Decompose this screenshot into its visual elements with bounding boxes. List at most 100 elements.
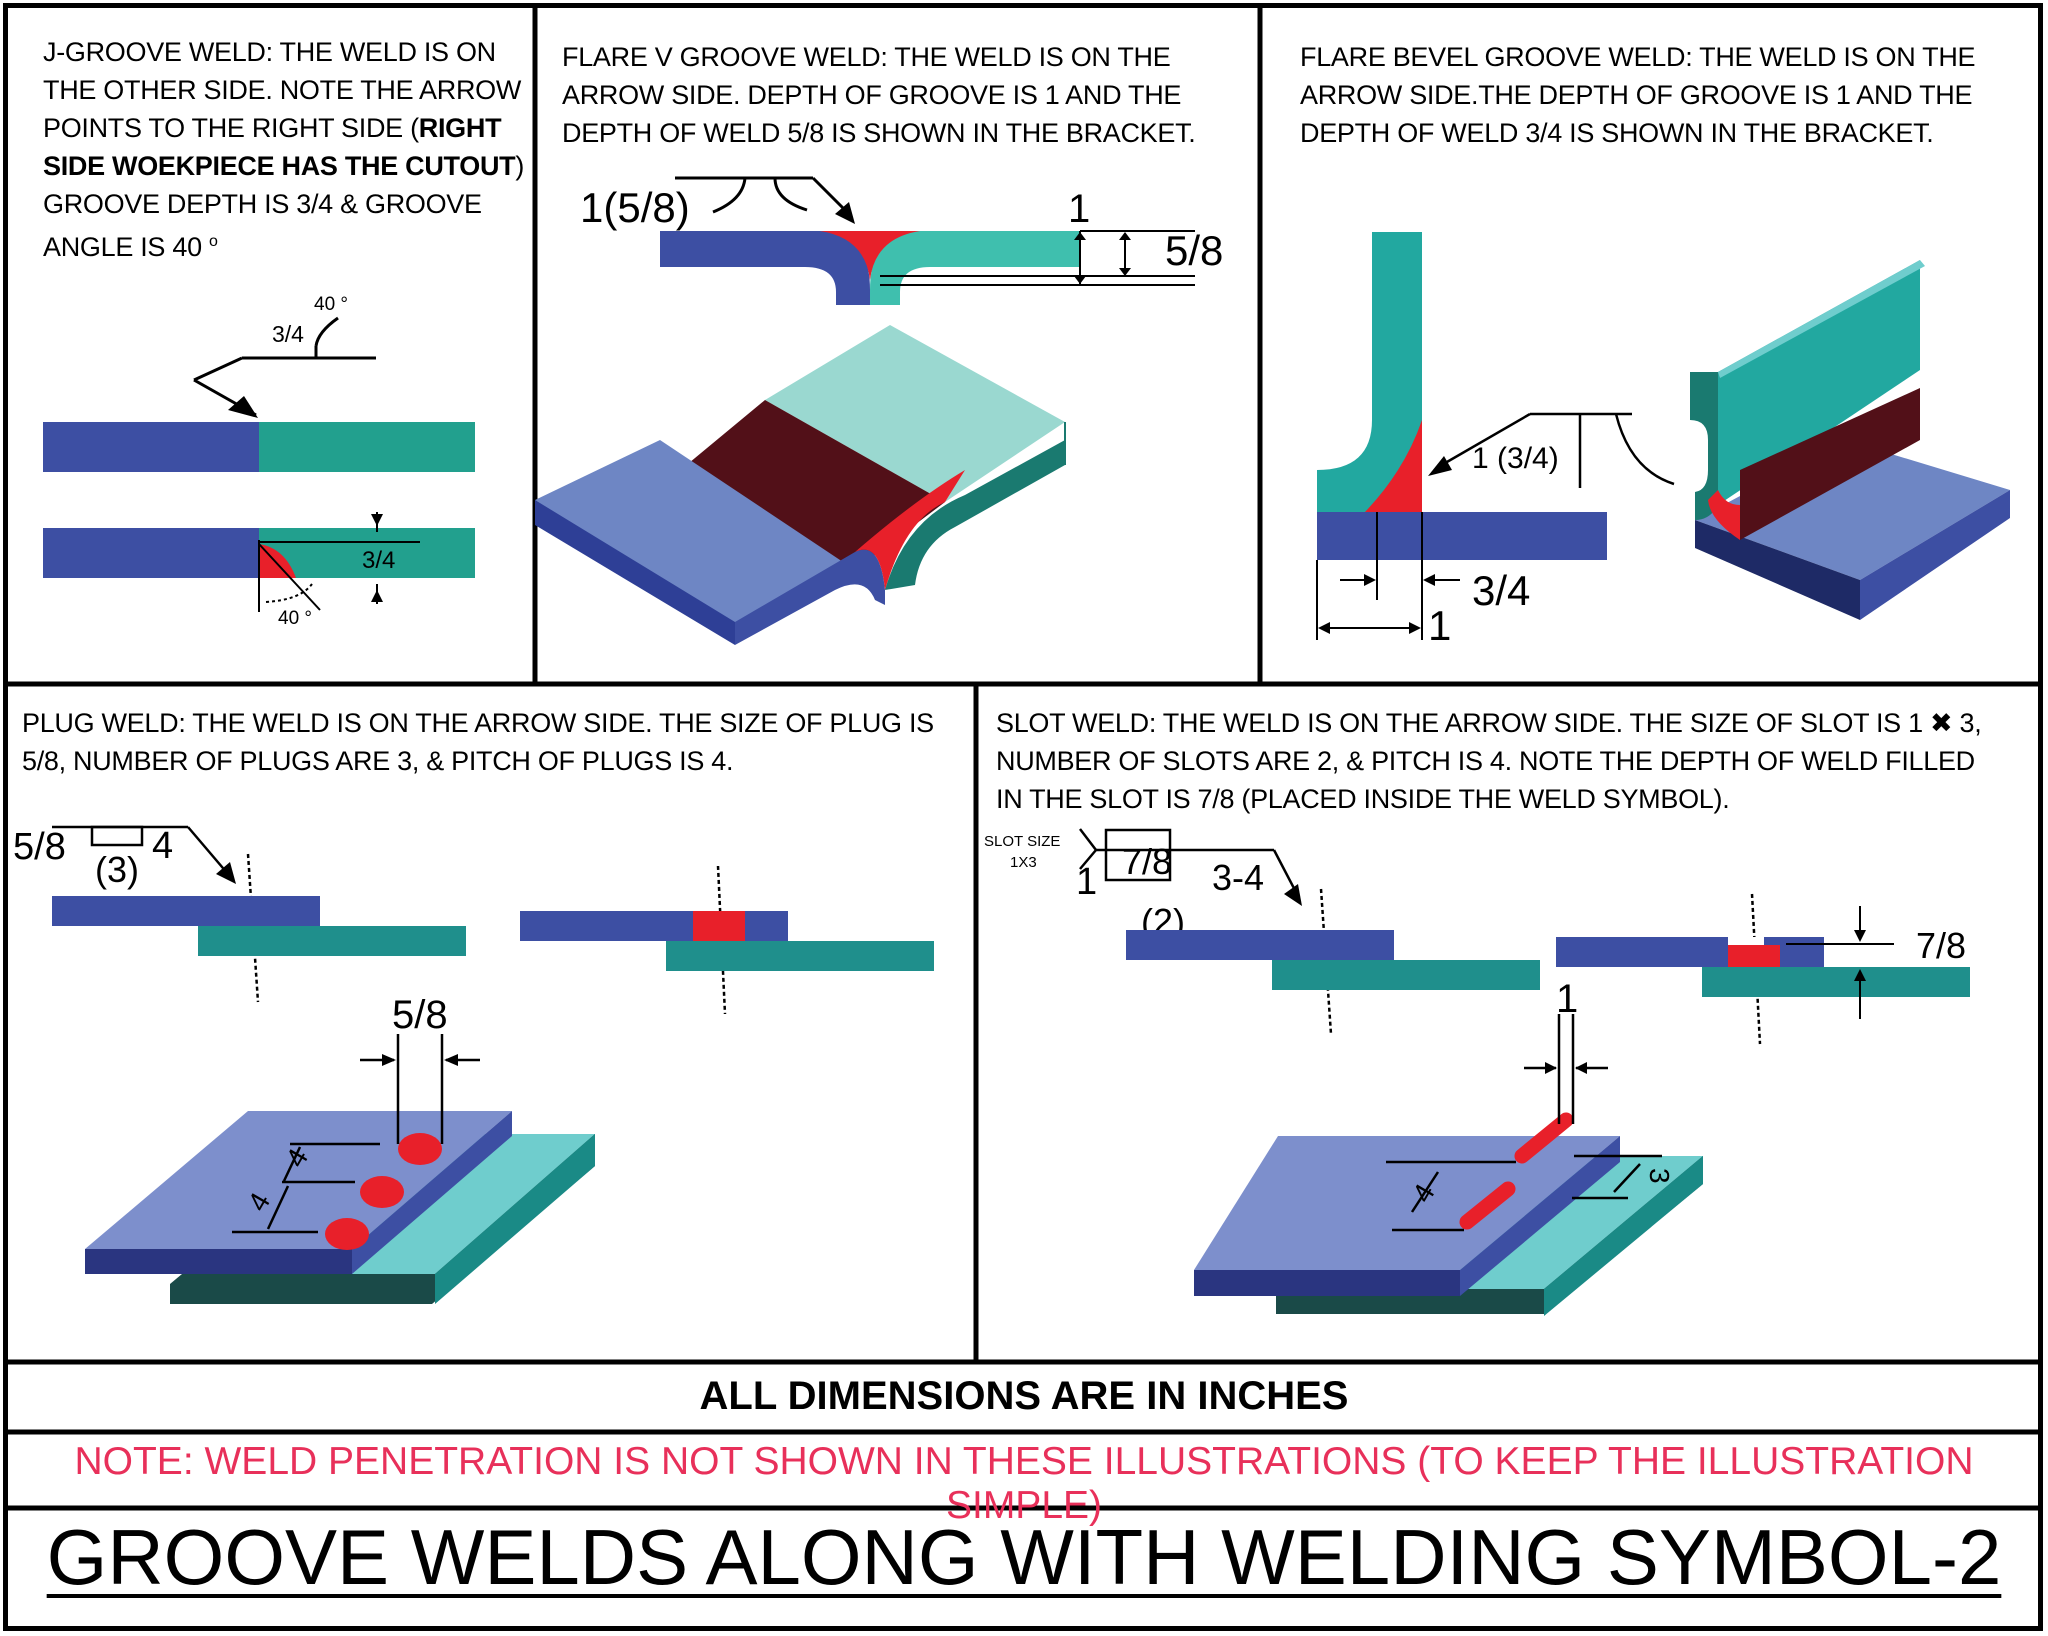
flare-v-description: FLARE V GROOVE WELD: THE WELD IS ON THE … [562, 38, 1196, 152]
arrow-head [1423, 574, 1435, 586]
arrow-head [1074, 232, 1086, 240]
flare-bevel-weld-symbol [1439, 412, 1675, 488]
flare-v-symbol-label: 1(5/8) [580, 184, 690, 231]
slot-dim-width: 1 [1556, 977, 1578, 1021]
flare-v-iso-weld-top [660, 400, 945, 570]
flare-bevel-dim-groove: 1 [1428, 602, 1451, 649]
plug-symbol-pitch: 4 [152, 825, 173, 867]
plug-illustration: 5/8 (3) 4 [13, 825, 934, 1304]
j-groove-right-plate-top [259, 422, 475, 472]
plug-top-plate-welded [520, 911, 788, 941]
flare-bevel-symbol-label: 1 (3/4) [1472, 442, 1559, 475]
arrow-head [1854, 969, 1866, 981]
arrow-head [444, 1054, 458, 1066]
flare-bevel-dim-weld: 3/4 [1472, 567, 1530, 614]
slot-dim-length: 3 [1644, 1168, 1675, 1184]
plug-weld [325, 1218, 369, 1250]
flare-v-left-plate [660, 231, 870, 305]
arrow-head [1575, 1062, 1587, 1074]
j-groove-dim-angle: 40 ° [278, 608, 312, 629]
slot-size-label: SLOT SIZE [984, 833, 1060, 850]
j-groove-left-plate [43, 528, 259, 578]
desc-line: ARROW SIDE.THE DEPTH OF GROOVE IS 1 AND … [1300, 80, 1973, 110]
slot-weld-section [1728, 945, 1780, 967]
plug-iso-bottom-side [435, 1134, 595, 1304]
j-groove-left-plate-top [43, 422, 259, 472]
desc-line: PLUG WELD: THE WELD IS ON THE ARROW SIDE… [22, 708, 934, 738]
arrow-head [1364, 574, 1376, 586]
arrow-head [1545, 1062, 1557, 1074]
plug-iso-top-front [85, 1249, 352, 1274]
arrow-head [371, 514, 383, 526]
j-groove-symbol-angle: 40 ° [314, 294, 348, 315]
slot-description: SLOT WELD: THE WELD IS ON THE ARROW SIDE… [996, 704, 1982, 818]
panel-flare-bevel: FLARE BEVEL GROOVE WELD: THE WELD IS ON … [1260, 0, 2043, 684]
desc-line: DEPTH OF WELD 3/4 IS SHOWN IN THE BRACKE… [1300, 118, 1934, 148]
plug-dim-size: 5/8 [392, 993, 448, 1037]
arrow-head [1119, 232, 1131, 240]
slot-iso-top-front [1194, 1270, 1460, 1296]
arrow-head [1284, 884, 1302, 906]
desc-line: FLARE BEVEL GROOVE WELD: THE WELD IS ON … [1300, 42, 1976, 72]
desc-line: IN THE SLOT IS 7/8 (PLACED INSIDE THE WE… [996, 784, 1730, 814]
arrow-head [1074, 276, 1086, 284]
plug-weld [360, 1176, 404, 1208]
slot-illustration: SLOT SIZE 1X3 1 7/8 3-4 (2) [984, 828, 1970, 1316]
plug-weld-symbol [52, 825, 727, 1015]
outer-frame [3, 3, 2043, 1631]
flare-bevel-iso-wall-top [1718, 260, 1920, 505]
flare-v-right-plate [870, 231, 1080, 305]
desc-line: ANGLE IS 40 [43, 232, 202, 262]
desc-line: NUMBER OF SLOTS ARE 2, & PITCH IS 4. NOT… [996, 746, 1975, 776]
slot-dim-depth: 7/8 [1916, 925, 1966, 966]
desc-line: POINTS TO THE RIGHT SIDE ( [43, 113, 419, 143]
page-title: GROOVE WELDS ALONG WITH WELDING SYMBOL-2 [46, 1513, 2002, 1601]
slot-symbol-pitch: 3-4 [1212, 857, 1264, 898]
flare-v-iso-weld-face [855, 470, 965, 590]
penetration-note: NOTE: WELD PENETRATION IS NOT SHOWN IN T… [74, 1440, 1974, 1527]
plug-symbol-size: 5/8 [13, 826, 66, 868]
flare-bevel-iso-weld [1740, 388, 1920, 540]
slot-iso-top-side [1460, 1136, 1620, 1296]
panel-j-groove: J-GROOVE WELD: THE WELD IS ON THE OTHER … [0, 0, 535, 684]
dimensions-note: ALL DIMENSIONS ARE IN INCHES [699, 1374, 1349, 1418]
j-groove-right-plate [259, 528, 475, 578]
slot-iso-bottom-side [1544, 1156, 1703, 1316]
panel-plug: PLUG WELD: THE WELD IS ON THE ARROW SIDE… [0, 684, 976, 1362]
j-groove-description: J-GROOVE WELD: THE WELD IS ON THE OTHER … [43, 33, 524, 266]
desc-line: J-GROOVE WELD: THE WELD IS ON [43, 37, 496, 67]
plug-weld [398, 1133, 442, 1165]
flare-v-dimension-lines [880, 230, 1195, 286]
desc-bold: RIGHT [418, 113, 502, 143]
flare-bevel-iso-weld-face [1708, 490, 1740, 540]
plug-top-plate [52, 896, 320, 926]
plug-description: PLUG WELD: THE WELD IS ON THE ARROW SIDE… [22, 704, 934, 780]
slot-top-plate [1126, 930, 1394, 960]
flare-v-illustration: 1(5/8) 1 5/8 [535, 176, 1223, 645]
panel-slot: SLOT WELD: THE WELD IS ON THE ARROW SIDE… [976, 684, 2043, 1362]
slot-weld [1459, 1181, 1516, 1230]
j-groove-illustration: 40 ° 3/4 3/4 40 ° [43, 294, 475, 629]
arrow-head [216, 862, 236, 884]
flare-bevel-iso-base-top [1695, 440, 2010, 580]
arrow-head [1119, 268, 1131, 276]
desc-line: THE OTHER SIDE. NOTE THE ARROW [43, 75, 522, 105]
slot-dimension-lines [1786, 906, 1894, 1019]
flare-bevel-iso-base-side [1860, 490, 2010, 620]
desc-line: ARROW SIDE. DEPTH OF GROOVE IS 1 AND THE [562, 80, 1182, 110]
arrow-head [1854, 930, 1866, 942]
panel-flare-v: FLARE V GROOVE WELD: THE WELD IS ON THE … [535, 0, 1260, 684]
j-groove-symbol-depth: 3/4 [272, 321, 304, 347]
desc-bold: SIDE WOEKPIECE HAS THE CUTOUT [43, 151, 516, 181]
plug-bottom-plate [198, 926, 466, 956]
slot-gap-right [1824, 937, 1826, 967]
plug-weld-section [693, 911, 745, 941]
plug-dimension-lines [232, 1034, 480, 1234]
arrow-head [1409, 622, 1421, 634]
flare-v-iso-left-side [735, 549, 885, 645]
slot-size-value: 1X3 [1010, 854, 1037, 871]
desc-line: GROOVE DEPTH IS 3/4 & GROOVE [43, 189, 482, 219]
flare-v-dim-weld: 5/8 [1165, 227, 1223, 274]
desc-line: DEPTH OF WELD 5/8 IS SHOWN IN THE BRACKE… [562, 118, 1196, 148]
